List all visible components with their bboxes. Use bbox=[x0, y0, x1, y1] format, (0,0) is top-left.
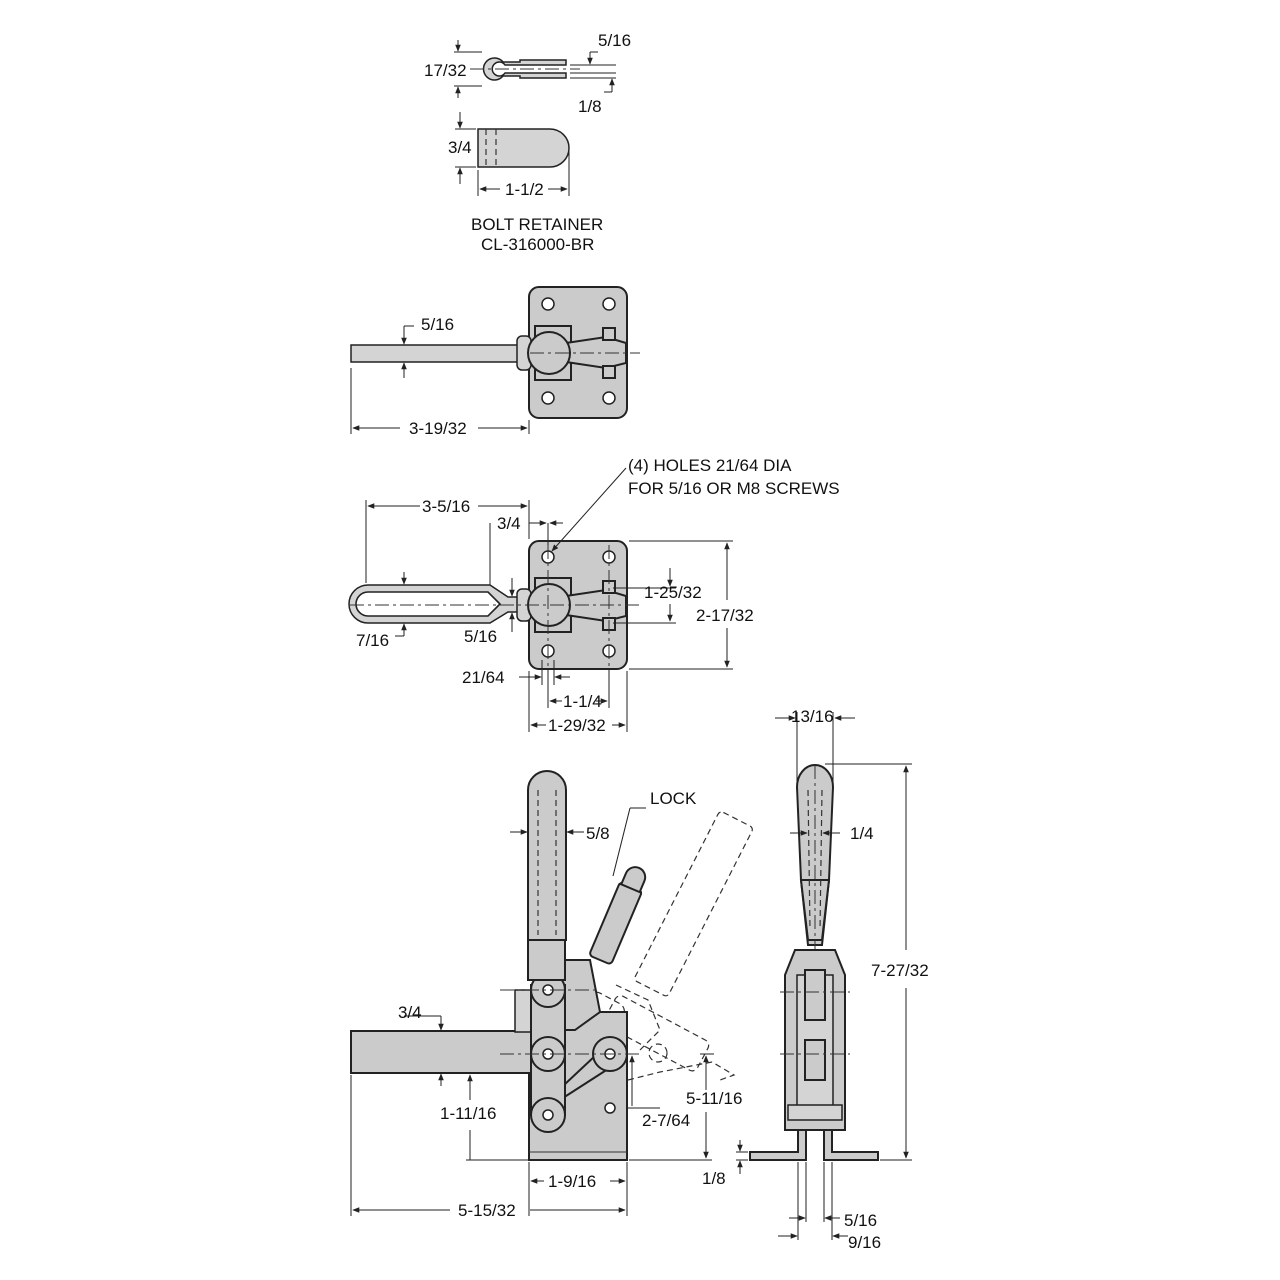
sv-base-width-label: 1-9/16 bbox=[548, 1172, 596, 1191]
bolt-retainer-title: BOLT RETAINER bbox=[471, 215, 603, 234]
tv-reach-label: 3-19/32 bbox=[409, 419, 467, 438]
br-gap-label: 5/16 bbox=[598, 31, 631, 50]
end-view bbox=[736, 712, 912, 1240]
pv-spindle-reach-label: 3-5/16 bbox=[422, 497, 470, 516]
sv-overall-reach-label: 5-15/32 bbox=[458, 1201, 516, 1220]
pv-base-width-label: 1-29/32 bbox=[548, 716, 606, 735]
sv-pivot-height-label: 1-11/16 bbox=[440, 1104, 496, 1123]
ev-handle-thickness-label: 1/4 bbox=[850, 824, 874, 843]
sv-handle-width-label: 5/8 bbox=[586, 824, 610, 843]
bolt-retainer-side-view bbox=[455, 112, 570, 196]
ev-flange-thickness-label: 5/16 bbox=[844, 1211, 877, 1230]
bolt-retainer-top-view bbox=[454, 40, 616, 98]
br-length-label: 1-1/2 bbox=[505, 180, 544, 199]
sv-open-pivot-label: 2-7/64 bbox=[642, 1111, 690, 1130]
pv-hole-dia-label: 21/64 bbox=[462, 668, 505, 687]
tv-bar-width-label: 5/16 bbox=[421, 315, 454, 334]
pv-spindle-dia-label: 5/16 bbox=[464, 627, 497, 646]
br-thickness-label: 1/8 bbox=[578, 97, 602, 116]
br-height-label: 3/4 bbox=[448, 138, 472, 157]
sv-open-height-label: 5-11/16 bbox=[686, 1089, 742, 1108]
side-view bbox=[350, 770, 753, 1216]
ev-flange-spacing-label: 9/16 bbox=[848, 1233, 881, 1252]
pv-note-line1: (4) HOLES 21/64 DIA bbox=[628, 456, 792, 475]
pv-base-length-label: 2-17/32 bbox=[696, 606, 754, 625]
pv-hole-offset-label: 3/4 bbox=[497, 514, 521, 533]
ev-handle-width-label: 13/16 bbox=[791, 707, 834, 726]
br-width-label: 17/32 bbox=[424, 61, 467, 80]
sv-bar-height-label: 3/4 bbox=[398, 1003, 422, 1022]
plan-view bbox=[348, 467, 733, 732]
pv-hole-spacing-x-label: 1-1/4 bbox=[563, 692, 602, 711]
top-view bbox=[350, 286, 640, 434]
sv-lock-label: LOCK bbox=[650, 789, 697, 808]
pv-loop-width-label: 7/16 bbox=[356, 631, 389, 650]
pv-hole-spacing-y-label: 1-25/32 bbox=[644, 583, 702, 602]
sv-base-thickness-label: 1/8 bbox=[702, 1169, 726, 1188]
pv-note-line2: FOR 5/16 OR M8 SCREWS bbox=[628, 479, 840, 498]
ev-overall-height-label: 7-27/32 bbox=[871, 961, 929, 980]
bolt-retainer-part-number: CL-316000-BR bbox=[481, 235, 594, 254]
